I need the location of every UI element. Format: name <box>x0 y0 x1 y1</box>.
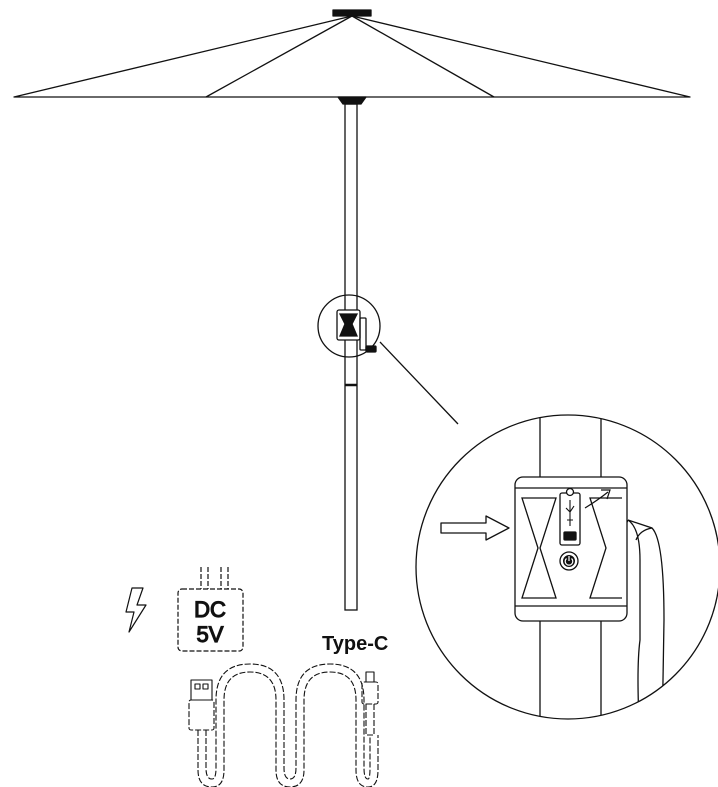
adapter-label-voltage: 5V <box>197 622 224 647</box>
power-button-icon <box>559 551 579 571</box>
battery-box <box>514 476 628 622</box>
type-c-label: Type-C <box>322 633 388 655</box>
detail-callout-small <box>317 294 459 425</box>
power-adapter: DC 5V <box>177 567 244 652</box>
lightning-bolt-icon <box>125 587 147 633</box>
push-arrow-icon <box>440 515 510 541</box>
adapter-label-dc: DC <box>194 597 226 622</box>
umbrella-canopy <box>13 9 691 105</box>
usb-cable <box>188 663 379 787</box>
arrow-icon <box>584 489 611 509</box>
detail-zoom-circle <box>415 414 718 720</box>
umbrella-finial <box>332 9 372 17</box>
